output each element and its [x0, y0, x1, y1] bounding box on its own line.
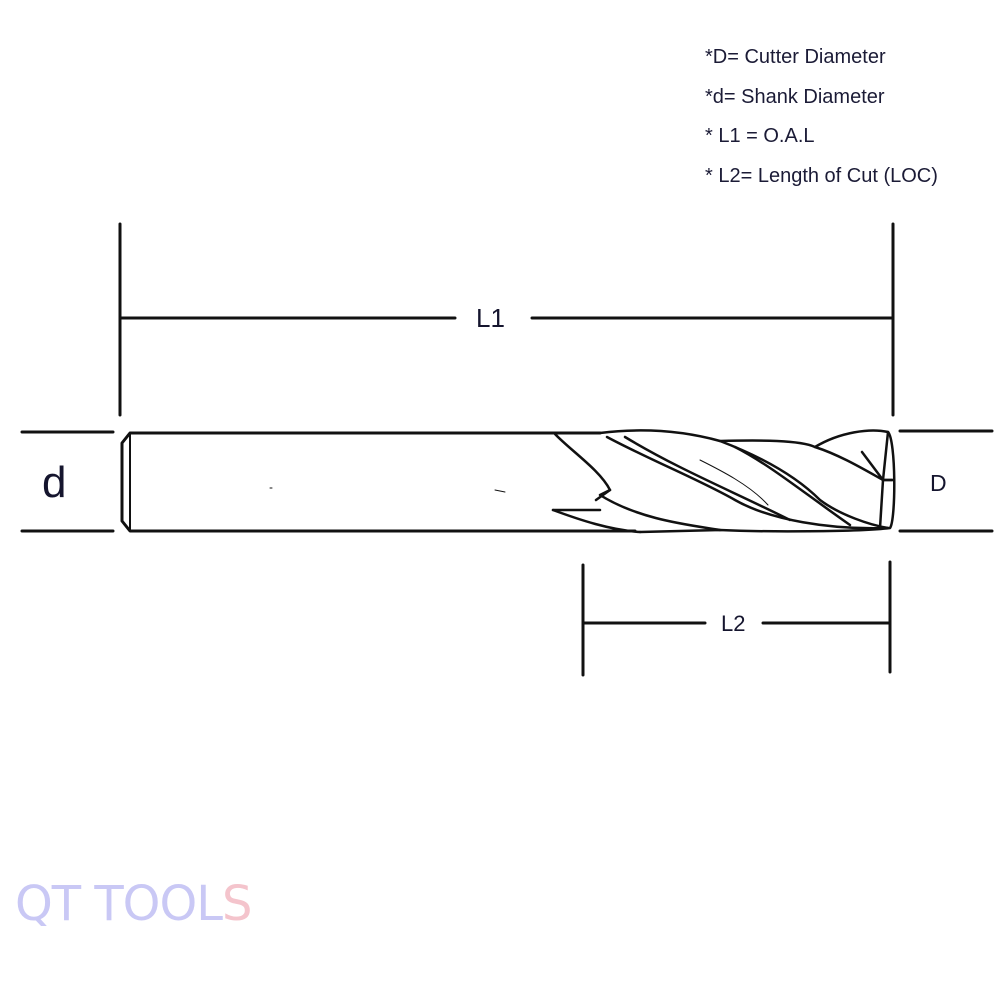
logo-main-text: QT TOOL	[15, 876, 223, 932]
D-label: D	[930, 470, 947, 497]
l1-dimension	[118, 222, 895, 417]
legend-cutter-diameter: *D= Cutter Diameter	[705, 46, 886, 68]
shank	[120, 431, 637, 533]
flutes	[269, 429, 896, 534]
legend-oal: * L1 = O.A.L	[705, 125, 815, 147]
l2-label: L2	[721, 611, 746, 637]
l1-label: L1	[476, 303, 505, 334]
legend-shank-diameter: *d= Shank Diameter	[705, 85, 885, 108]
qt-tools-logo: QT TOOLS	[15, 876, 252, 932]
legend: *D= Cutter Diameter *d= Shank Diameter *…	[705, 38, 938, 196]
logo-accent-text: S	[221, 876, 252, 932]
D-dimension	[898, 429, 994, 533]
d-label: d	[42, 458, 67, 508]
legend-loc: * L2= Length of Cut (LOC)	[705, 164, 938, 187]
d-dimension	[20, 430, 115, 533]
l2-dimension	[581, 560, 892, 677]
